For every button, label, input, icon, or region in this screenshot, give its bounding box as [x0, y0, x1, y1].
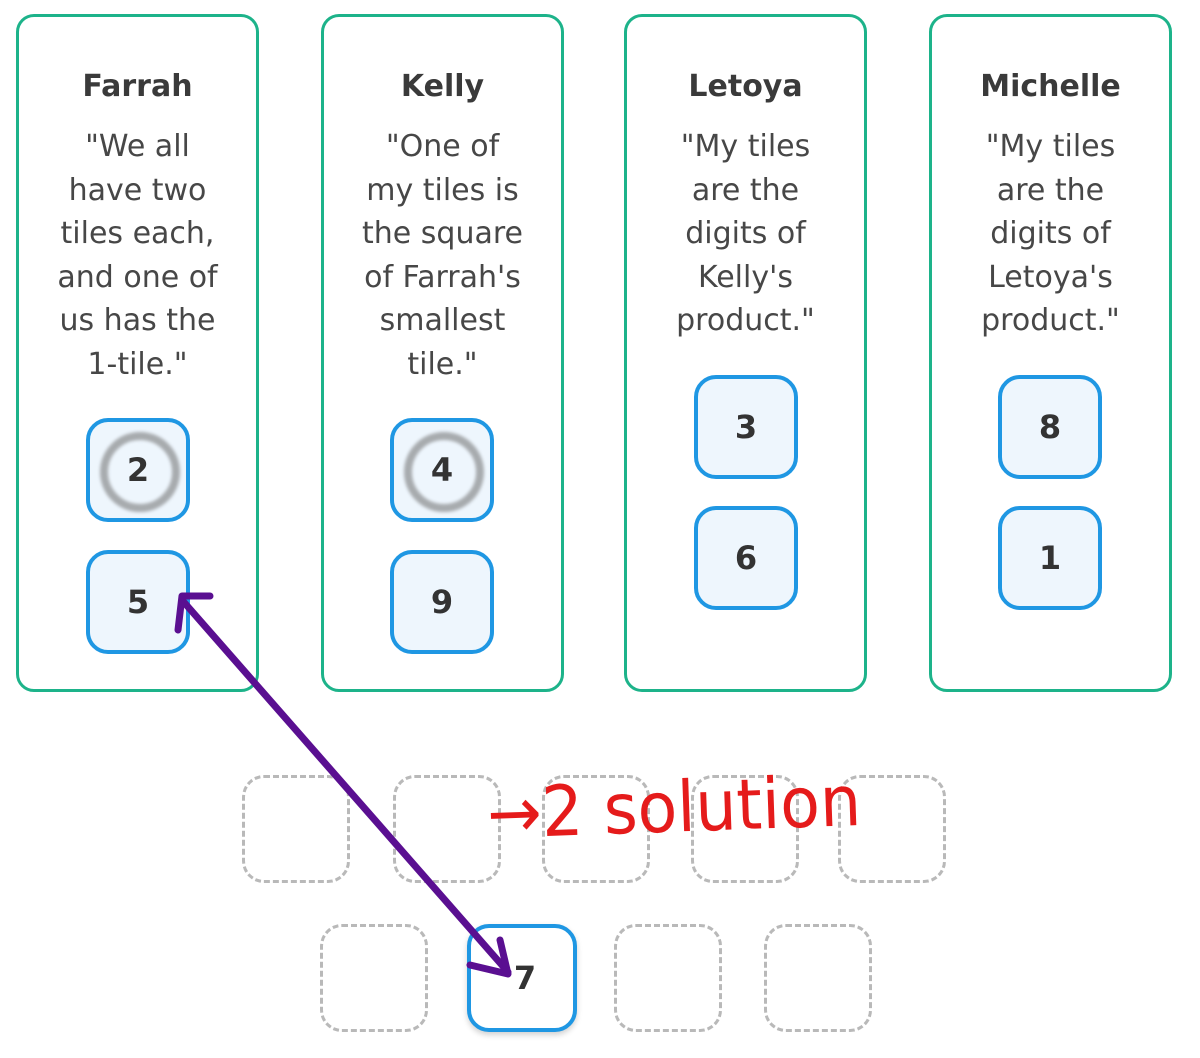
- number-tile[interactable]: 5: [86, 550, 190, 654]
- player-name: Letoya: [688, 69, 803, 104]
- empty-tile-slot[interactable]: [764, 924, 872, 1032]
- player-name: Farrah: [82, 69, 193, 104]
- placed-tile[interactable]: 7: [467, 924, 577, 1032]
- empty-tile-slot[interactable]: [614, 924, 722, 1032]
- tile-number: 4: [430, 451, 454, 489]
- number-tile[interactable]: 2: [86, 418, 190, 522]
- player-name: Michelle: [980, 69, 1121, 104]
- empty-tile-slot[interactable]: [542, 775, 650, 883]
- tile-number: 8: [1038, 408, 1062, 446]
- number-tile[interactable]: 6: [694, 506, 798, 610]
- number-tile[interactable]: 1: [998, 506, 1102, 610]
- tile-number: 3: [734, 408, 758, 446]
- number-tile[interactable]: 8: [998, 375, 1102, 479]
- tile-number: 1: [1038, 539, 1062, 577]
- tile-number: 7: [513, 959, 537, 997]
- tile-number: 9: [430, 583, 454, 621]
- empty-tile-slot[interactable]: [838, 775, 946, 883]
- empty-tile-slot[interactable]: [242, 775, 350, 883]
- player-quote: "We all have two tiles each, and one of …: [57, 129, 218, 382]
- player-name: Kelly: [400, 69, 485, 104]
- empty-tile-slot[interactable]: [393, 775, 501, 883]
- number-tile[interactable]: 3: [694, 375, 798, 479]
- player-quote: "My tiles are the digits of Letoya's pro…: [981, 129, 1120, 339]
- player-card-farrah: Farrah "We all have two tiles each, and …: [16, 14, 259, 692]
- empty-tile-slot[interactable]: [320, 924, 428, 1032]
- number-tile[interactable]: 4: [390, 418, 494, 522]
- tile-number: 6: [734, 539, 758, 577]
- tile-number: 2: [126, 451, 150, 489]
- number-tile[interactable]: 9: [390, 550, 494, 654]
- tile-number: 5: [126, 583, 150, 621]
- player-quote: "One of my tiles is the square of Farrah…: [362, 129, 523, 382]
- player-quote: "My tiles are the digits of Kelly's prod…: [676, 129, 815, 339]
- empty-tile-slot[interactable]: [691, 775, 799, 883]
